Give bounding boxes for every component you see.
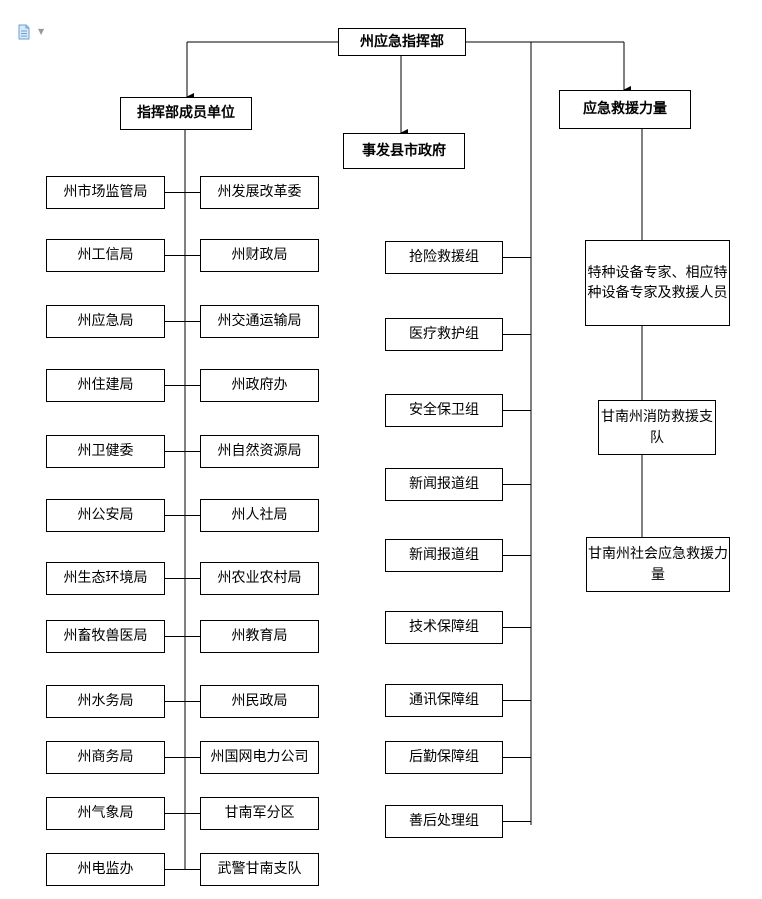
force-box: 甘南州社会应急救援力量 bbox=[586, 537, 730, 592]
group-box: 技术保障组 bbox=[385, 611, 503, 644]
member-right-box: 州农业农村局 bbox=[200, 562, 319, 595]
member-right-box: 武警甘南支队 bbox=[200, 853, 319, 886]
member-right-box: 州教育局 bbox=[200, 620, 319, 653]
member-right-box: 州政府办 bbox=[200, 369, 319, 402]
document-icon bbox=[18, 24, 30, 40]
group-box: 善后处理组 bbox=[385, 805, 503, 838]
group-box: 新闻报道组 bbox=[385, 468, 503, 501]
member-left-box: 州卫健委 bbox=[46, 435, 165, 468]
member-right-box: 甘南军分区 bbox=[200, 797, 319, 830]
member-left-box: 州电监办 bbox=[46, 853, 165, 886]
member-right-box: 州民政局 bbox=[200, 685, 319, 718]
force-box: 特种设备专家、相应特种设备专家及救援人员 bbox=[585, 240, 730, 326]
member-right-box: 州交通运输局 bbox=[200, 305, 319, 338]
member-right-box: 州人社局 bbox=[200, 499, 319, 532]
member-left-box: 州生态环境局 bbox=[46, 562, 165, 595]
member-left-box: 州公安局 bbox=[46, 499, 165, 532]
member-left-box: 州商务局 bbox=[46, 741, 165, 774]
member-right-box: 州财政局 bbox=[200, 239, 319, 272]
member-right-box: 州自然资源局 bbox=[200, 435, 319, 468]
group-box: 新闻报道组 bbox=[385, 539, 503, 572]
group-box: 通讯保障组 bbox=[385, 684, 503, 717]
members-heading-box: 指挥部成员单位 bbox=[120, 97, 252, 130]
member-left-box: 州气象局 bbox=[46, 797, 165, 830]
member-left-box: 州工信局 bbox=[46, 239, 165, 272]
group-box: 医疗救护组 bbox=[385, 318, 503, 351]
member-left-box: 州畜牧兽医局 bbox=[46, 620, 165, 653]
group-box: 后勤保障组 bbox=[385, 741, 503, 774]
dropdown-arrow-icon[interactable]: ▼ bbox=[38, 27, 45, 36]
forces-heading-box: 应急救援力量 bbox=[559, 90, 691, 129]
member-right-box: 州国网电力公司 bbox=[200, 741, 319, 774]
member-left-box: 州水务局 bbox=[46, 685, 165, 718]
command-box: 州应急指挥部 bbox=[338, 28, 466, 56]
member-left-box: 州市场监管局 bbox=[46, 176, 165, 209]
member-left-box: 州应急局 bbox=[46, 305, 165, 338]
force-box: 甘南州消防救援支队 bbox=[598, 400, 716, 455]
member-left-box: 州住建局 bbox=[46, 369, 165, 402]
county-heading-box: 事发县市政府 bbox=[343, 133, 465, 169]
group-box: 抢险救援组 bbox=[385, 241, 503, 274]
member-right-box: 州发展改革委 bbox=[200, 176, 319, 209]
group-box: 安全保卫组 bbox=[385, 394, 503, 427]
